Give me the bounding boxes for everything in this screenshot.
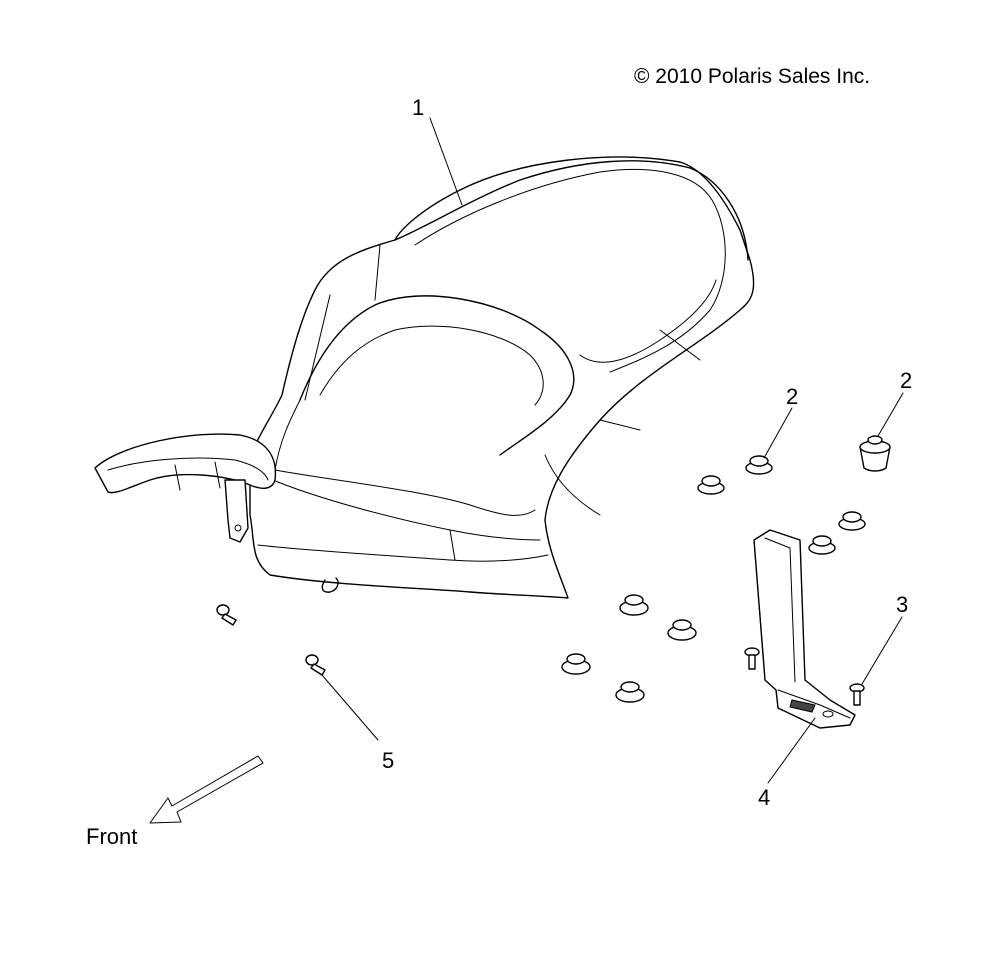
leader-line	[767, 717, 816, 784]
grommet-icon	[838, 511, 866, 531]
bracket-part-4	[753, 529, 856, 729]
leader-line	[763, 407, 793, 459]
grommet-icon	[697, 475, 725, 495]
grommet-icon	[745, 455, 773, 475]
grommet-icon	[561, 653, 591, 675]
copyright-text: © 2010 Polaris Sales Inc.	[634, 65, 870, 88]
leader-line	[321, 674, 379, 741]
callout-3: 3	[896, 592, 908, 617]
grommet-icon	[859, 435, 891, 472]
callout-5: 5	[382, 748, 394, 773]
grommet-icon	[619, 594, 649, 616]
front-label: Front	[86, 824, 137, 849]
leader-line	[861, 616, 903, 685]
bolt-icon	[744, 647, 760, 670]
leader-line	[429, 117, 463, 206]
screw-icon	[216, 604, 237, 626]
leader-line	[877, 392, 904, 437]
callout-4: 4	[758, 785, 770, 810]
callout-2a: 2	[786, 384, 798, 409]
grommet-set	[561, 435, 891, 703]
bolt-icon	[849, 683, 865, 706]
screw-icon	[305, 654, 326, 676]
grommet-icon	[615, 681, 645, 703]
front-arrow-icon	[149, 755, 264, 824]
callout-2b: 2	[900, 368, 912, 393]
seat-part-1	[94, 156, 755, 599]
grommet-icon	[808, 535, 836, 555]
callout-1: 1	[412, 95, 424, 120]
grommet-icon	[667, 619, 697, 641]
